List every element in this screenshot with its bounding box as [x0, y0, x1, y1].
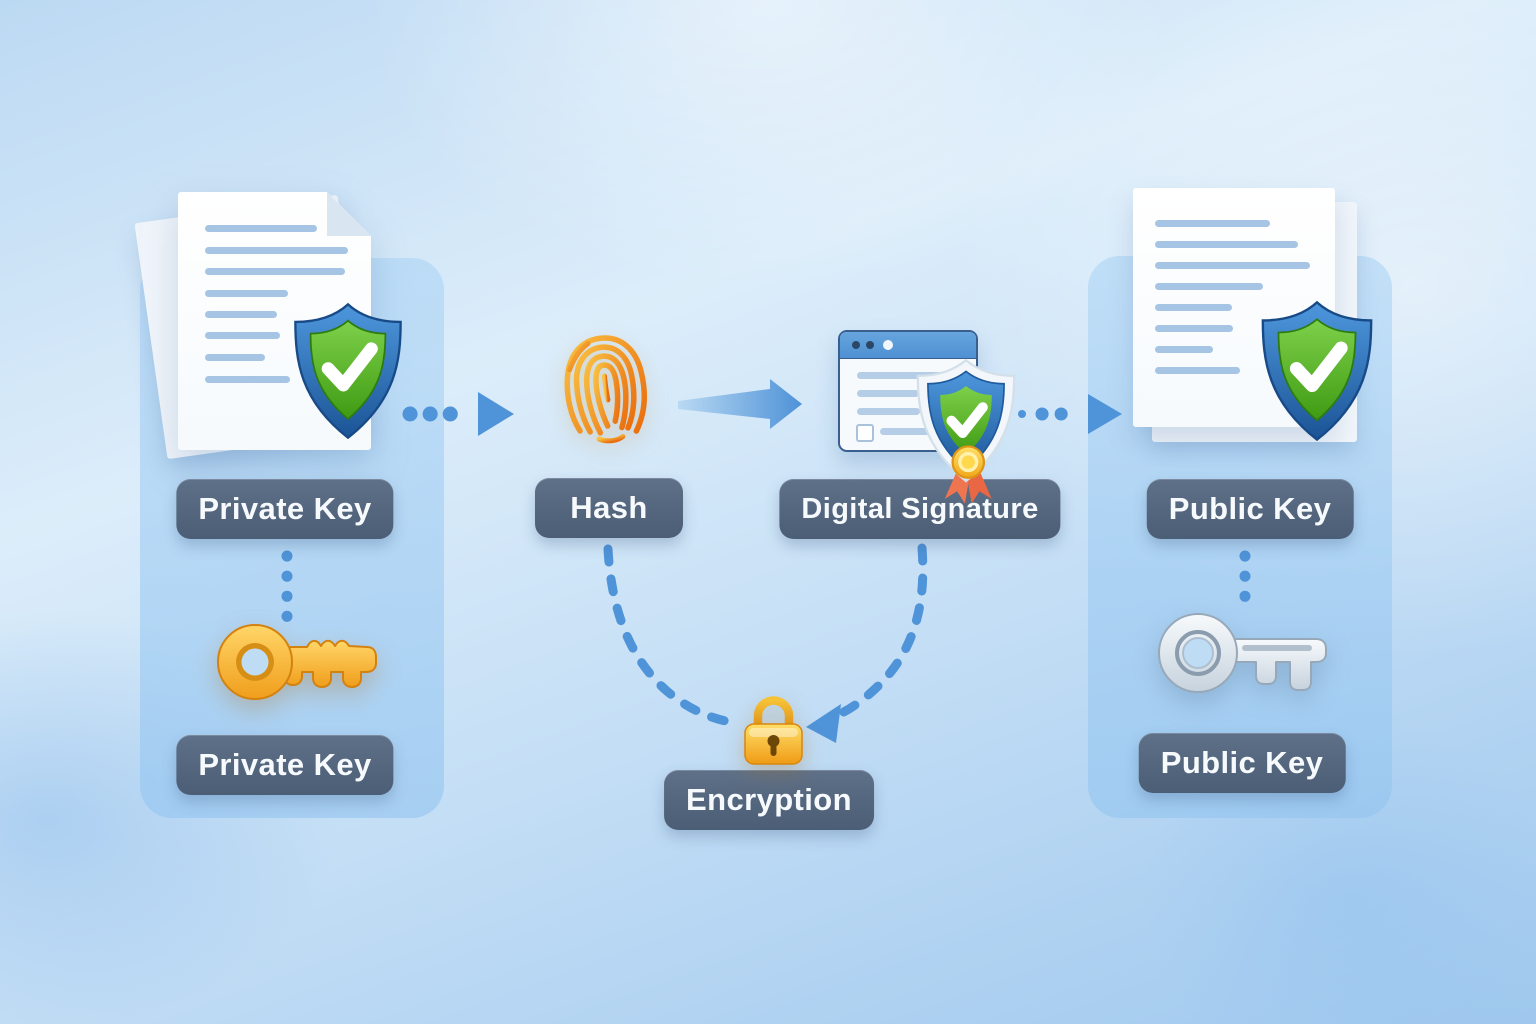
gold-key-icon	[217, 624, 377, 700]
titlebar-dot	[883, 340, 893, 350]
titlebar-dot	[866, 341, 874, 349]
browser-titlebar	[840, 332, 976, 359]
label-encryption: Encryption	[664, 770, 874, 830]
label-public-key-bottom: Public Key	[1138, 733, 1346, 793]
label-hash: Hash	[535, 478, 683, 538]
padlock-icon	[744, 696, 803, 765]
shield-check-icon	[1261, 300, 1373, 442]
label-private-key-bottom: Private Key	[176, 735, 394, 795]
certificate-shield-medal-icon	[916, 358, 1016, 504]
label-private-key-top: Private Key	[176, 479, 394, 539]
shield-check-icon	[294, 302, 402, 440]
dashed-curve-right	[835, 543, 928, 719]
page-fold-corner	[327, 192, 371, 236]
checkbox-glyph	[856, 424, 874, 442]
titlebar-dot	[852, 341, 860, 349]
silver-key-icon	[1158, 613, 1327, 693]
label-public-key-top: Public Key	[1146, 479, 1354, 539]
dashed-curve-left	[603, 544, 741, 728]
fingerprint-icon	[564, 335, 647, 444]
label-digital-signature: Digital Signature	[779, 479, 1061, 539]
curve-arrowhead-icon	[806, 704, 841, 743]
solid-arrow-right-icon	[678, 379, 802, 429]
